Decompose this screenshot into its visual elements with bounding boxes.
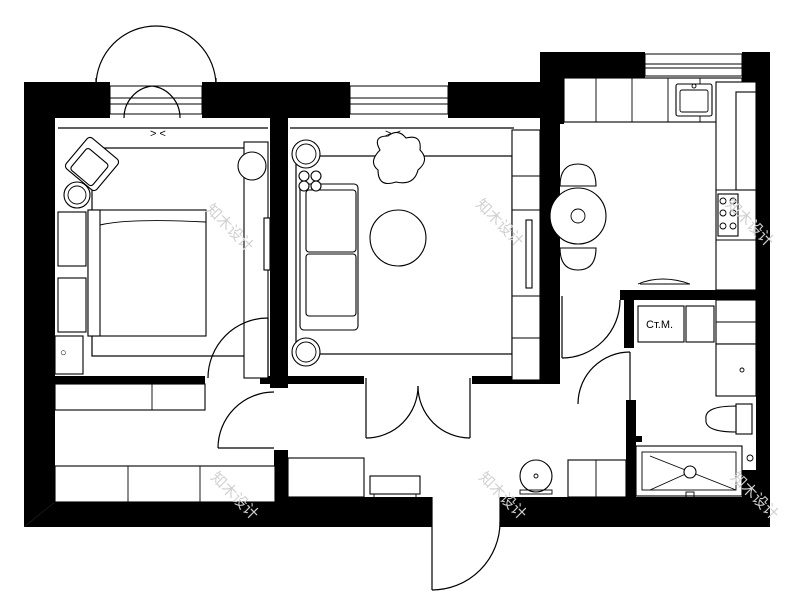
wall-top-bedroom-left (24, 82, 110, 118)
living-tv (525, 219, 533, 289)
coffee-table-icon (369, 209, 427, 267)
wall-living-bottom-right (472, 376, 548, 384)
plant-icon (372, 131, 426, 185)
living-room (291, 129, 541, 439)
nightstand-top (57, 211, 87, 267)
wall-storage-top (620, 290, 756, 300)
dining-table-icon (549, 187, 607, 245)
hallway-left (54, 383, 276, 503)
storage-shelf (685, 305, 715, 343)
storage-box (637, 305, 685, 343)
bench-icon (369, 475, 421, 495)
wardrobe-upper (54, 383, 206, 411)
entry-hall (287, 457, 627, 591)
kitchen (549, 77, 757, 359)
kitchen-counter-top (563, 77, 743, 123)
bedroom: ○ (54, 136, 279, 379)
armchair-icon (64, 136, 120, 192)
storage-label: Ст.М. (646, 319, 673, 331)
curtain-arrows-bedroom: > < (150, 128, 166, 140)
window-living (349, 85, 449, 115)
hall-cabinet (567, 459, 627, 498)
window-bedroom (109, 85, 203, 115)
stove-icon (717, 193, 739, 237)
shoe-cabinet (287, 457, 365, 498)
fridge-icon (735, 91, 757, 191)
wall-partition-living-kitchen (540, 118, 560, 384)
bed-headboard (87, 209, 101, 337)
wall-top-living-right (448, 82, 544, 118)
wall-hall-left-stub (274, 450, 288, 502)
wall-kitchen-top-left (540, 52, 645, 78)
svg-text:○: ○ (60, 347, 67, 359)
wall-bath-top (626, 436, 642, 442)
chair-bottom-icon (559, 247, 597, 271)
wall-left (24, 82, 55, 527)
bath-sink-icon (715, 343, 757, 397)
walls (24, 52, 770, 527)
bedroom-tv (263, 217, 271, 271)
bathroom: Ст.М. (577, 299, 757, 499)
wall-storage-left (624, 290, 634, 348)
wall-living-bottom-left (286, 376, 364, 384)
chair-top-icon (559, 163, 597, 187)
nightstand-bottom (57, 277, 87, 333)
toilet-icon (705, 403, 753, 435)
wall-bedroom-bottom-left (55, 376, 205, 384)
wall-bath-left (626, 400, 636, 502)
pouf-icon (519, 459, 553, 493)
sink-icon (675, 83, 713, 117)
balcony-door (95, 25, 217, 119)
lamp-icon (237, 151, 267, 181)
wall-bottom-left (24, 502, 286, 527)
wardrobe-lower (54, 465, 276, 503)
drain-icon (683, 465, 697, 479)
window-kitchen (644, 53, 743, 77)
bedroom-cabinet (54, 335, 84, 375)
wall-bottom-hall (286, 497, 432, 527)
wall-bedroom-bottom-right (260, 376, 290, 384)
bed-icon (87, 209, 207, 337)
wall-partition-bedroom-living (270, 108, 288, 388)
